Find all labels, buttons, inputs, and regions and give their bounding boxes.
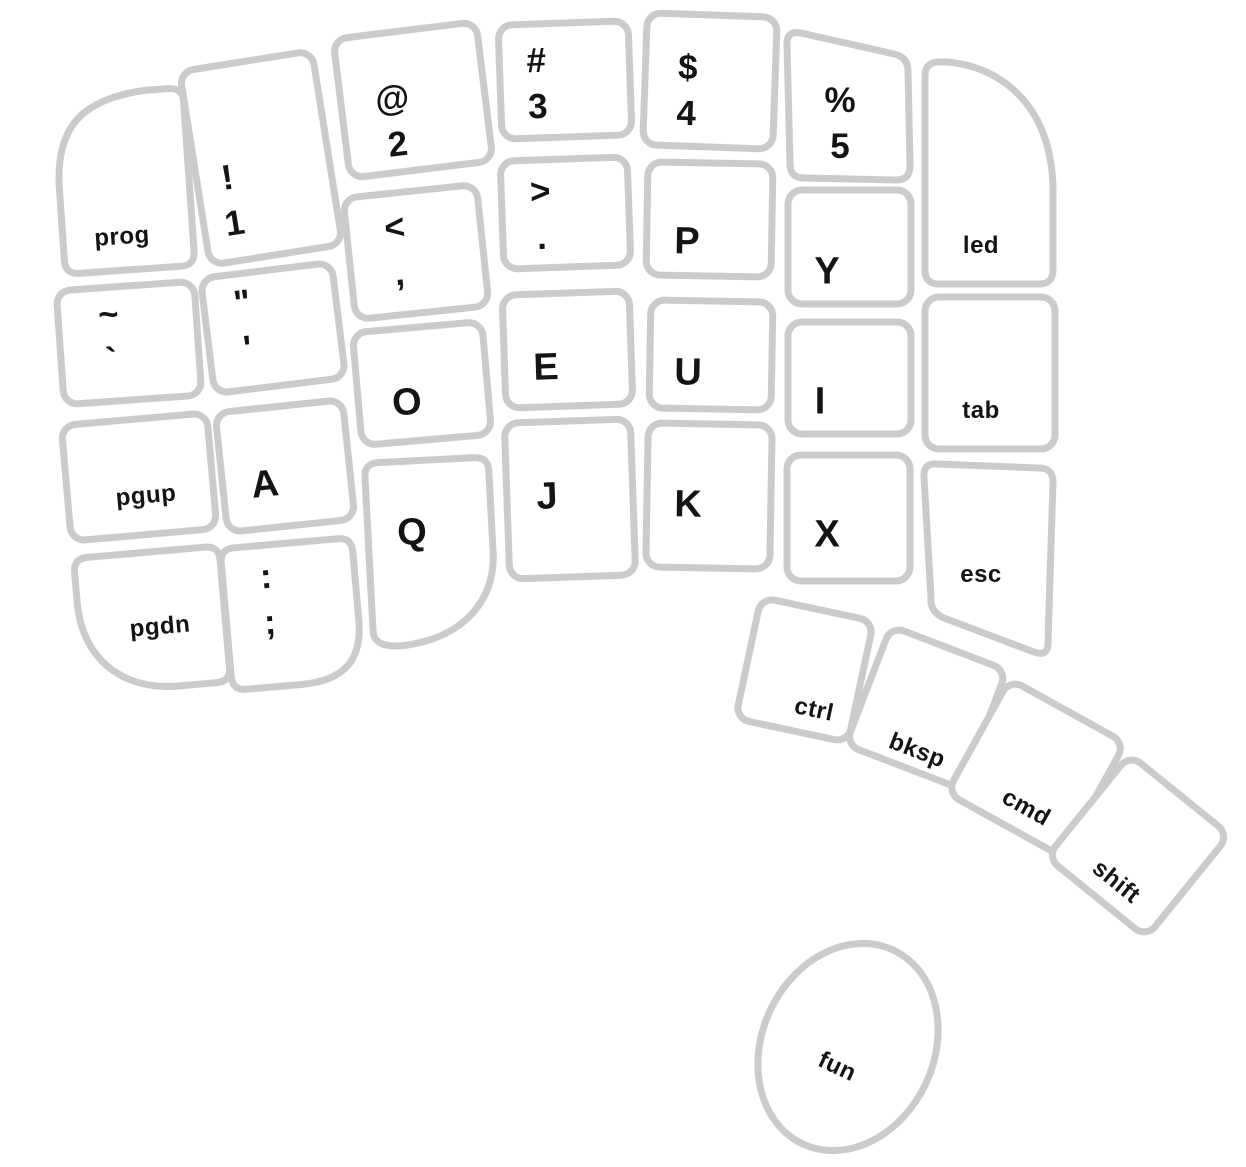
key-num2-shifted: @ <box>372 77 412 121</box>
key-i-shape <box>784 318 915 438</box>
key-quote-shape <box>198 260 348 396</box>
key-tilde-base: ` <box>104 340 119 381</box>
key-shift-shape <box>1048 756 1228 936</box>
key-q-shape <box>361 454 497 650</box>
key-num1-shape <box>178 49 344 267</box>
key-num3-shifted: # <box>525 40 547 81</box>
key-p-shape <box>642 158 777 281</box>
key-ctrl-shape <box>734 596 875 744</box>
key-esc-shape <box>920 460 1057 657</box>
key-tilde-shifted: ~ <box>96 294 120 335</box>
key-tab-label: tab <box>962 397 1000 424</box>
key-k-shape <box>642 419 776 573</box>
key-pgdn-label: pgdn <box>128 610 192 643</box>
key-j-shape <box>501 415 639 583</box>
key-period-label: > . <box>529 169 553 262</box>
key-num3-base: 3 <box>527 86 549 127</box>
key-pgup-label: pgup <box>114 479 178 512</box>
key-e-shape <box>499 287 636 412</box>
key-semicolon-shape <box>217 535 363 693</box>
key-num5-label: % 5 <box>824 78 855 170</box>
key-j-label: J <box>535 475 559 518</box>
key-y-shape <box>784 186 915 308</box>
key-num2-shape <box>331 19 495 181</box>
key-i-label: I <box>814 380 826 423</box>
key-y-label: Y <box>814 250 840 293</box>
key-led-shape <box>921 58 1057 288</box>
key-num4-label: $ 4 <box>676 45 699 138</box>
key-x-shape <box>783 451 914 585</box>
key-tab-shape <box>921 293 1059 453</box>
key-x-label: X <box>814 513 840 556</box>
key-fun-shape <box>754 939 942 1155</box>
key-period-base: . <box>536 217 548 258</box>
key-q-label: Q <box>396 510 428 555</box>
key-k-label: K <box>673 483 703 526</box>
key-prog-label: prog <box>93 221 151 252</box>
key-num4-shape <box>639 9 781 153</box>
key-num3-shape <box>495 17 635 143</box>
key-num5-shape <box>783 29 914 184</box>
key-num4-base: 4 <box>675 93 697 134</box>
key-p-label: P <box>673 220 701 263</box>
key-u-label: U <box>673 351 703 394</box>
key-num4-shifted: $ <box>677 47 699 88</box>
key-o-label: O <box>390 380 424 425</box>
key-o-shape <box>349 319 494 448</box>
key-num2-base: 2 <box>385 123 410 165</box>
key-u-shape <box>645 296 777 414</box>
key-a-shape <box>212 397 358 535</box>
key-e-label: E <box>532 346 560 389</box>
key-esc-label: esc <box>960 561 1002 588</box>
key-period-shifted: > <box>529 171 552 212</box>
key-num5-shifted: % <box>824 81 856 120</box>
key-comma-shape <box>340 182 492 322</box>
key-num5-base: 5 <box>830 127 850 166</box>
key-tilde-shape <box>53 278 205 408</box>
key-pgup-shape <box>58 410 220 544</box>
key-led-label: led <box>962 232 1000 259</box>
key-a-label: A <box>249 462 281 507</box>
key-num3-label: # 3 <box>526 38 549 131</box>
key-period-shape <box>497 153 634 273</box>
